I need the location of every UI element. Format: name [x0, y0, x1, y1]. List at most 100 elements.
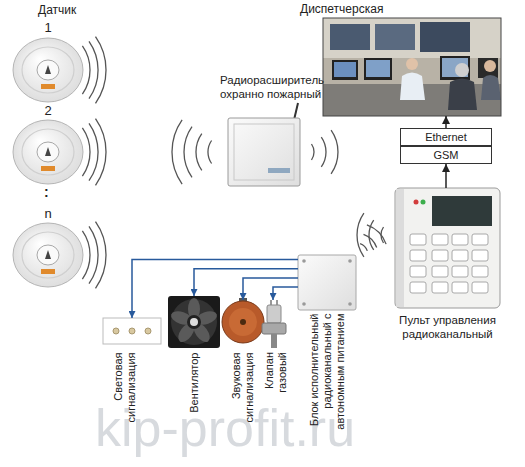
unit-screw [302, 259, 306, 263]
light-signal: Световая сигнализация [103, 318, 161, 344]
panel-key [452, 266, 468, 277]
control-wire [243, 278, 298, 300]
monitor-screen [366, 60, 390, 77]
fan: Вентилятор [168, 296, 220, 348]
person-body [448, 79, 477, 111]
group-heading: Датчик [38, 4, 76, 16]
valve-coil [267, 305, 281, 323]
executive-unit: Блок исполнительный радиоканальный с авт… [298, 255, 356, 310]
panel-key [472, 282, 488, 293]
smoke-sensor-drawing [13, 38, 83, 102]
valve-body [262, 323, 286, 334]
fan-drawing [168, 296, 220, 348]
panel-key [452, 234, 468, 245]
fan-hub [187, 315, 201, 329]
radio-wave [196, 134, 202, 171]
radio-wave [321, 137, 326, 167]
person-body [481, 75, 501, 100]
light-panel [103, 318, 161, 344]
radio-expander-drawing [228, 103, 300, 186]
panel-case [395, 188, 500, 308]
radio-wave [331, 130, 338, 174]
panel-led [421, 200, 426, 205]
radio-wave [312, 144, 315, 160]
signal-lamp [145, 328, 151, 334]
panel-keypad [410, 234, 488, 293]
person-head [455, 63, 469, 77]
radio-wave [360, 244, 367, 251]
ethernet-box: Ethernet [400, 128, 492, 146]
sounder-drawing [222, 298, 264, 343]
radio-wave [96, 37, 107, 104]
unit-screw [348, 259, 352, 263]
unit-case [298, 255, 356, 310]
signal-lamp [129, 328, 135, 334]
wall-screen [375, 24, 415, 50]
control-wire [194, 269, 298, 296]
expander-plate [268, 168, 290, 173]
panel-key [432, 282, 448, 293]
radio-expander: Радиорасширитель охранно пожарный [228, 118, 300, 186]
unit-screw [302, 302, 306, 306]
radio-wave [89, 226, 98, 283]
radio-wave [82, 46, 90, 94]
control-wire [273, 287, 298, 300]
person-head [406, 58, 418, 70]
wall-screen [420, 22, 470, 52]
gas-valve-drawing [262, 300, 286, 348]
control-panel: Пульт управления радиоканальный [395, 188, 500, 308]
panel-key [410, 282, 426, 293]
radio-wave [82, 128, 90, 176]
smoke-sensor: 1 [13, 38, 83, 102]
device-caption: Блок исполнительный радиоканальный с авт… [308, 314, 347, 449]
monitor [332, 60, 358, 80]
executive-unit-drawing [298, 255, 356, 310]
photo-frame [323, 18, 501, 116]
gas-valve: Клапан газовый [262, 300, 284, 348]
panel-key [410, 266, 426, 277]
person-body [400, 73, 425, 101]
control-panel-drawing [395, 188, 500, 308]
monitor-screen [442, 58, 468, 77]
radio-wave [369, 220, 374, 250]
radio-wave [89, 123, 98, 180]
smoke-sensor-drawing [13, 120, 83, 184]
panel-key [452, 282, 468, 293]
link-arrow [445, 116, 447, 128]
monitor-screen [334, 62, 356, 77]
antenna [294, 103, 298, 120]
fan-frame [168, 296, 220, 348]
radio-wave [364, 234, 377, 247]
radio-wave [82, 231, 90, 279]
panel-key [472, 234, 488, 245]
radio-wave [208, 141, 212, 164]
radio-wave [96, 222, 107, 289]
panel-key [472, 250, 488, 261]
radio-wave [172, 120, 182, 184]
callout-number: 2 [41, 103, 55, 118]
radio-wave [96, 119, 107, 186]
smoke-sensor: 2 [13, 120, 83, 184]
panel-key [432, 250, 448, 261]
device-heading: Радиорасширитель охранно пожарный [220, 74, 326, 101]
sounder-center [240, 319, 246, 325]
fan-sticker [190, 318, 198, 326]
sounder-membrane [229, 308, 257, 336]
device-caption: Звуковая сигнализация [230, 353, 256, 448]
unit-screw [348, 302, 352, 306]
link-arrow [445, 164, 447, 188]
panel-key [432, 234, 448, 245]
light-signal-drawing [103, 318, 161, 344]
channel-name: Ethernet [401, 129, 491, 145]
expander-lid [234, 124, 294, 180]
device-caption: Пульт управления радиоканальный [370, 314, 525, 341]
smoke-sensor-drawing [13, 223, 83, 287]
radio-waves [82, 37, 386, 289]
panel-side [396, 189, 404, 307]
channel-name: GSM [401, 147, 491, 163]
sounder-disc [222, 301, 264, 343]
